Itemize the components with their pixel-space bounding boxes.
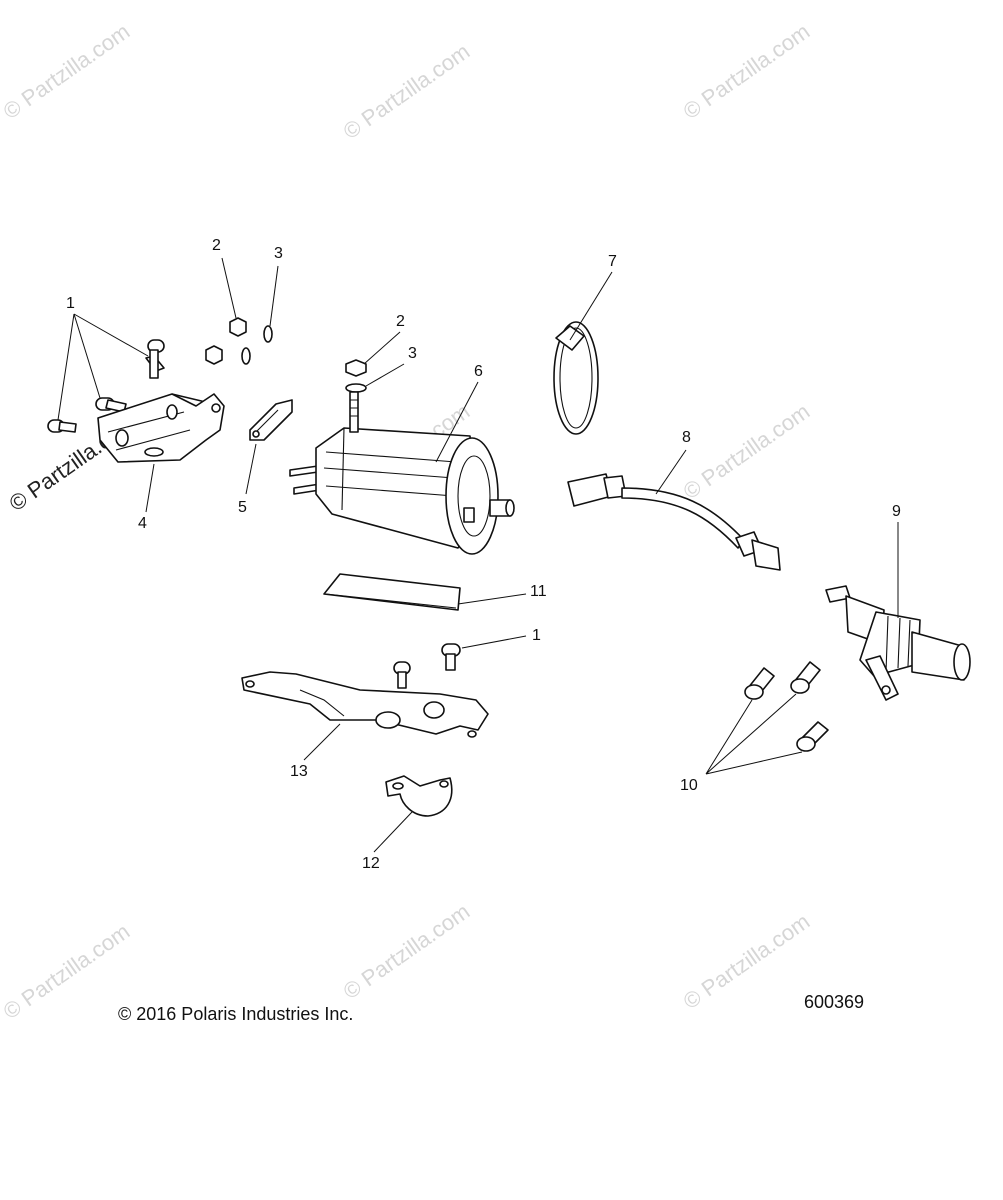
copyright-text: © 2016 Polaris Industries Inc. <box>118 1004 353 1024</box>
callout-label: 11 <box>530 583 547 600</box>
cable-item-8: 8 <box>567 429 781 571</box>
watermark: © Partzilla.com <box>339 39 475 145</box>
callout-label: 1 <box>532 627 541 644</box>
callout-label: 7 <box>608 253 617 270</box>
clip-item-12: 12 <box>362 775 453 872</box>
watermark: © Partzilla.com <box>0 19 134 125</box>
nut-washer-motor: 2 3 <box>345 313 417 393</box>
callout-label: 1 <box>66 295 75 312</box>
pad-item-11: 11 <box>323 573 547 611</box>
nut-item-2: 2 <box>205 237 247 365</box>
callout-label: 5 <box>238 499 247 516</box>
terminal-item-5 <box>249 399 293 441</box>
watermark: © Partzilla.com <box>679 399 815 505</box>
callout-4: 4 <box>138 463 155 532</box>
plate-item-13: 13 <box>241 671 489 780</box>
watermark: © Partzilla.com <box>679 909 815 1015</box>
callout-label: 3 <box>408 345 417 362</box>
screw-item-1 <box>47 339 165 433</box>
callout-label: 12 <box>362 855 380 872</box>
watermark: © Partzilla.com <box>339 899 475 1005</box>
callout-label: 13 <box>290 763 308 780</box>
callout-5: 5 <box>238 443 257 516</box>
callout-label: 10 <box>680 777 698 794</box>
bracket-item-4 <box>97 393 225 463</box>
callout-label: 2 <box>396 313 405 330</box>
clamp-item-7: 7 <box>553 253 617 435</box>
drive-item-9: 9 <box>825 503 971 701</box>
watermark: © Partzilla.com <box>0 919 134 1025</box>
callout-label: 9 <box>892 503 901 520</box>
callout-label: 3 <box>274 245 283 262</box>
watermark: © Partzilla.com <box>679 19 815 125</box>
callout-label: 4 <box>138 515 147 532</box>
callout-label: 2 <box>212 237 221 254</box>
callout-1-a: 1 <box>57 295 149 421</box>
bolt-item-10: 10 <box>680 661 829 794</box>
diagram-number: 600369 <box>804 992 864 1012</box>
starter-motor-item-6: 6 <box>289 363 515 555</box>
washer-item-3: 3 <box>241 245 283 365</box>
callout-label: 6 <box>474 363 483 380</box>
screw-item-1-lower: 1 <box>393 627 541 689</box>
callout-label: 8 <box>682 429 691 446</box>
